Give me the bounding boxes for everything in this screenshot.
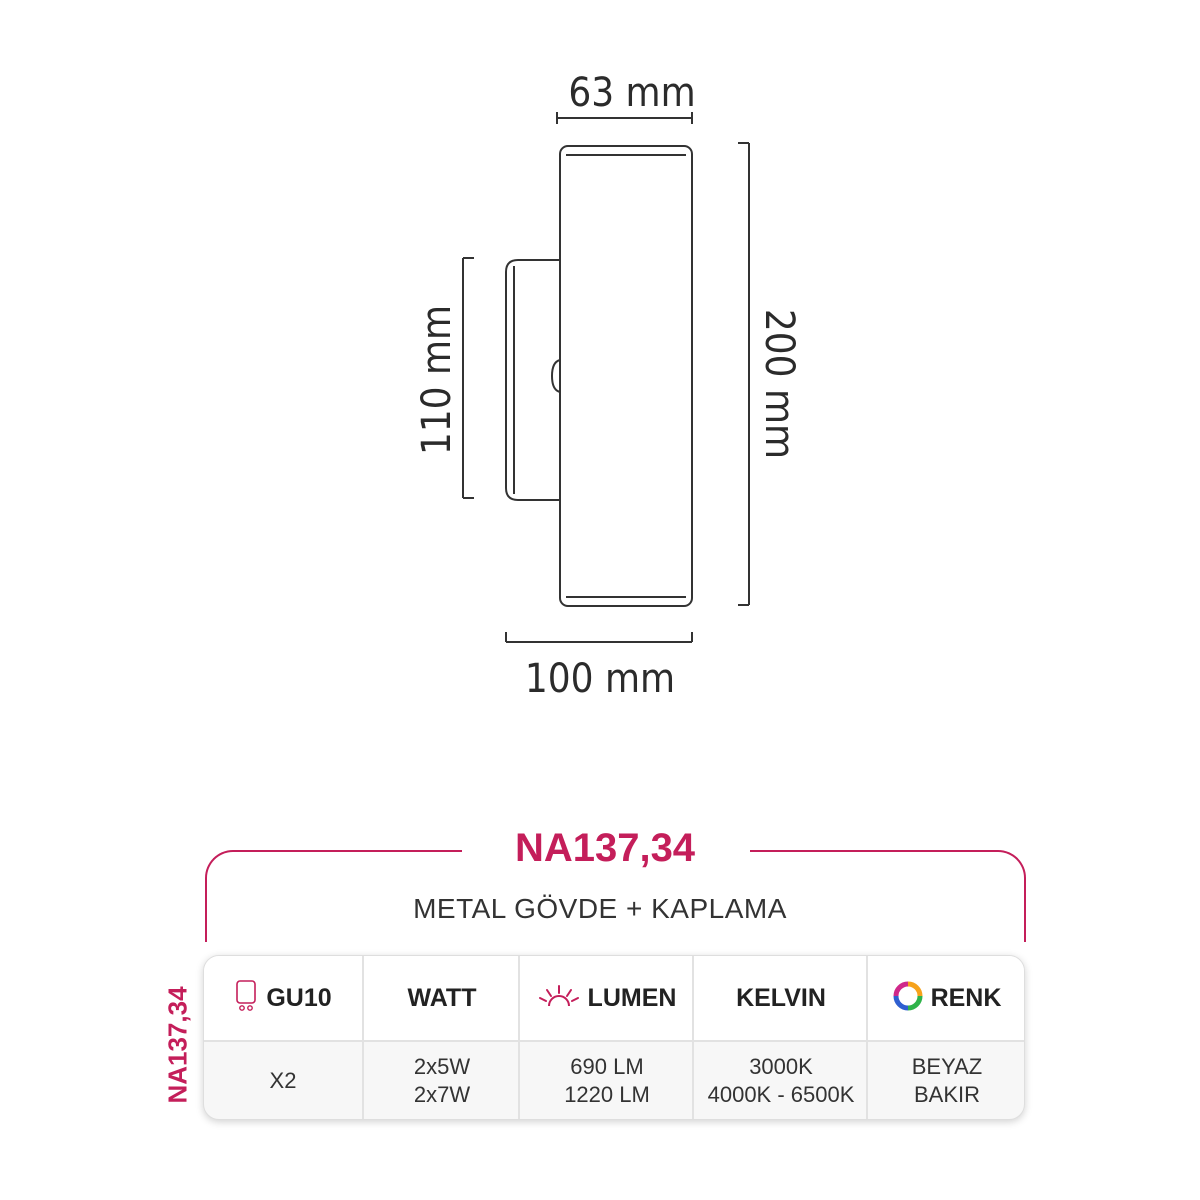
spec-value: 2x7W <box>413 1081 471 1107</box>
spec-values: 690 LM 1220 LM <box>520 1042 694 1119</box>
spec-header: RENK <box>868 956 1024 1042</box>
spec-values: 3000K 4000K - 6500K <box>694 1042 868 1119</box>
dimension-label-right: 200 mm <box>756 309 802 459</box>
spec-table: GU10 X2 WATT 2x5W 2x7W <box>203 955 1025 1120</box>
spec-values: 2x5W 2x7W <box>364 1042 520 1119</box>
color-wheel-icon <box>893 981 923 1016</box>
dimension-label-bottom: 100 mm <box>525 656 675 702</box>
spec-values: BEYAZ BAKIR <box>868 1042 1024 1119</box>
spec-header: LUMEN <box>520 956 694 1042</box>
spec-column-gu10: GU10 X2 <box>204 956 362 1119</box>
spec-header: KELVIN <box>694 956 868 1042</box>
spec-header-label: KELVIN <box>736 983 826 1012</box>
spec-header-label: GU10 <box>266 983 332 1012</box>
spec-value: 4000K - 6500K <box>707 1081 855 1107</box>
dimension-label-left: 110 mm <box>414 305 460 455</box>
spec-value: BAKIR <box>913 1081 981 1107</box>
dimension-line-left <box>462 257 474 499</box>
model-code-title: NA137,34 <box>514 826 696 870</box>
dimension-drawing: 63 mm 200 mm 110 mm 100 mm <box>414 70 802 702</box>
spec-header-label: LUMEN <box>587 983 677 1012</box>
spec-column-kelvin: KELVIN 3000K 4000K - 6500K <box>692 956 868 1119</box>
cylinder-body <box>559 145 693 607</box>
spec-header-label: WATT <box>407 983 477 1012</box>
spec-column-lumen: LUMEN 690 LM 1220 LM <box>518 956 694 1119</box>
dimension-line-top <box>556 112 693 124</box>
spec-column-renk: RENK BEYAZ BAKIR <box>866 956 1024 1119</box>
dimension-label-top: 63 mm <box>568 70 695 116</box>
spec-value: 2x5W <box>413 1053 471 1079</box>
frame-line-right <box>750 850 1026 942</box>
spec-value: 3000K <box>749 1053 813 1079</box>
spec-values: X2 <box>204 1042 362 1119</box>
spec-header: GU10 <box>204 956 362 1042</box>
frame-line-left <box>205 850 462 942</box>
spec-header: WATT <box>364 956 520 1042</box>
light-rays-icon <box>538 984 580 1013</box>
wall-base-plate <box>505 259 561 501</box>
spec-value: X2 <box>269 1067 297 1093</box>
dimension-line-bottom <box>505 632 693 643</box>
spec-value: BEYAZ <box>911 1053 983 1079</box>
material-description: METAL GÖVDE + KAPLAMA <box>413 893 787 924</box>
spec-value: 690 LM <box>570 1053 644 1079</box>
dimension-line-right <box>738 142 750 606</box>
bulb-socket-icon <box>234 979 258 1018</box>
side-model-code: NA137,34 <box>162 986 193 1104</box>
spec-column-watt: WATT 2x5W 2x7W <box>362 956 520 1119</box>
spec-header-label: RENK <box>930 983 1002 1012</box>
spec-value: 1220 LM <box>564 1081 650 1107</box>
